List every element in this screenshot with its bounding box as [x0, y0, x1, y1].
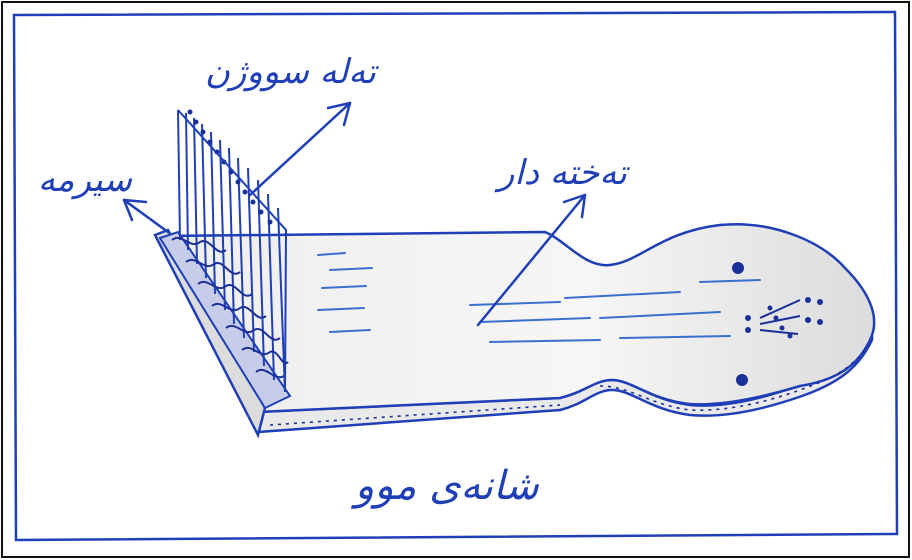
- label-antimony: سیرمە: [38, 160, 132, 200]
- label-needles: تەلە سووژن: [205, 52, 376, 92]
- label-wood-board: تەختە دار: [498, 153, 627, 193]
- diagram-title: شانەی موو: [355, 463, 539, 509]
